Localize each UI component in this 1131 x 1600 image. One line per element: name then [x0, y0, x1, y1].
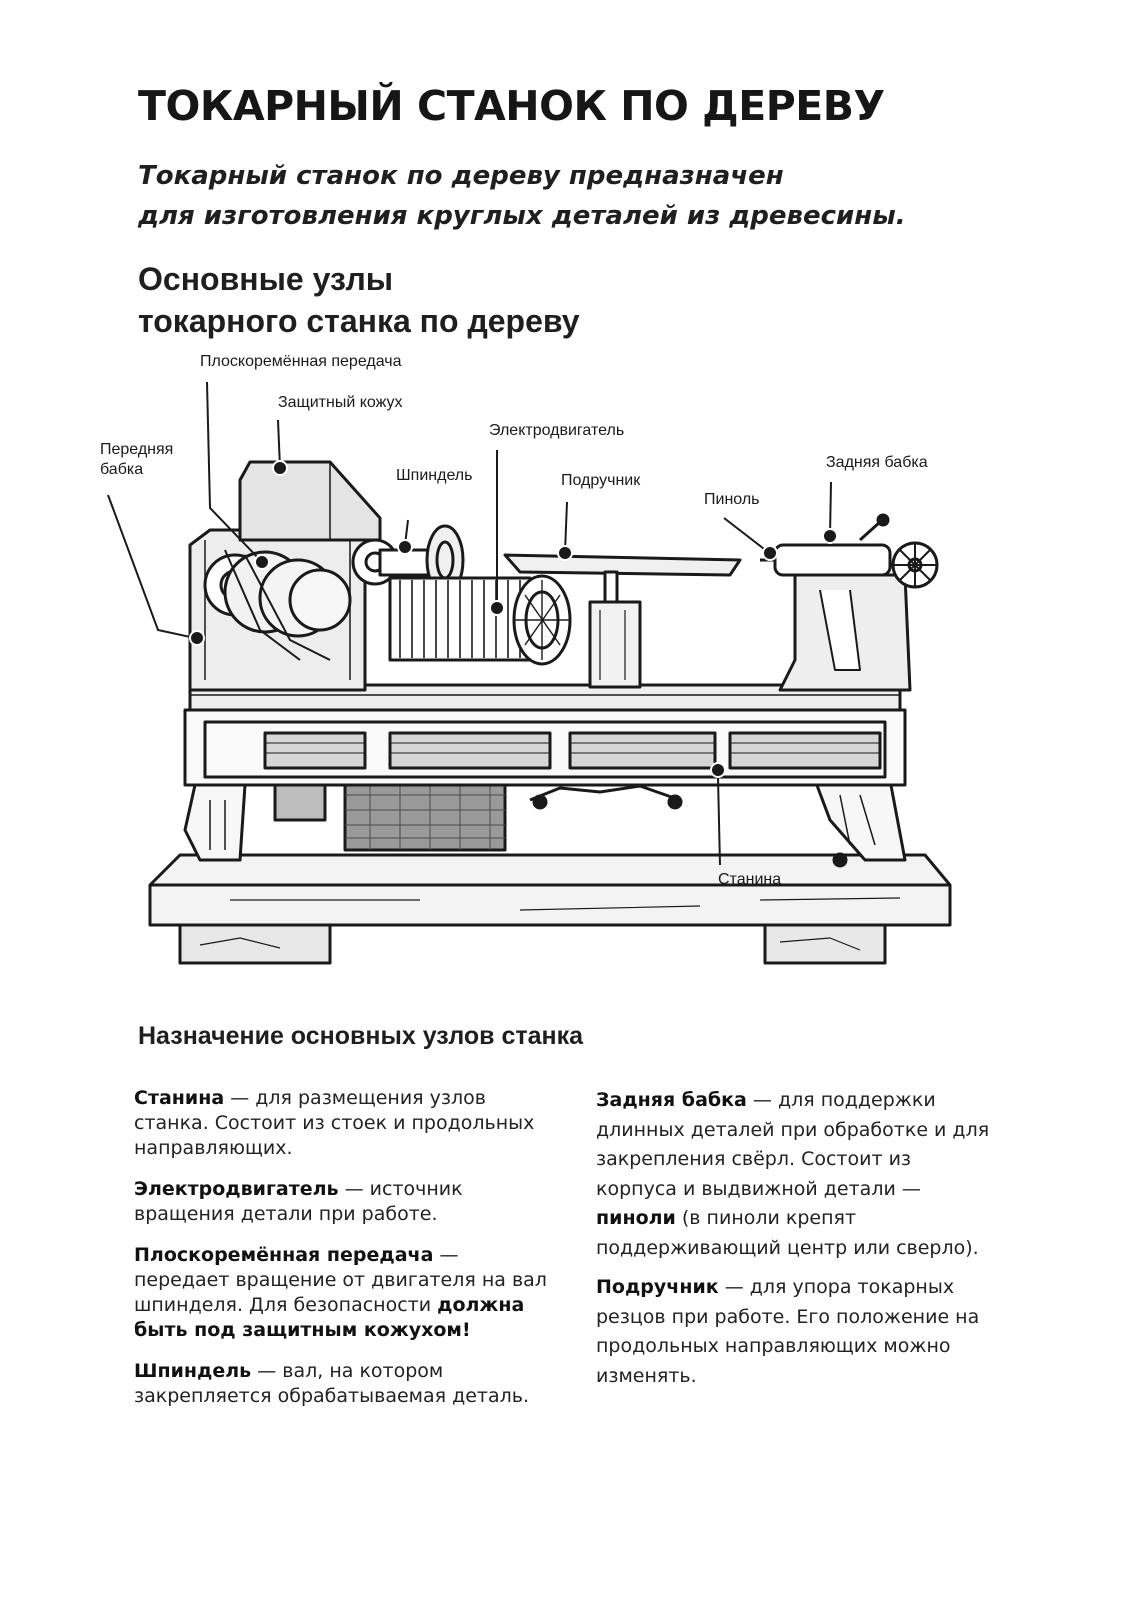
dot-guard [272, 460, 288, 476]
label-quill: Пиноль [704, 491, 760, 508]
dot-spindle [397, 539, 413, 555]
desc-motor: Электродвигатель — источник вращения дет… [134, 1177, 554, 1227]
base-board [148, 853, 952, 927]
label-guard: Защитный кожух [278, 394, 403, 411]
term-quill: пиноли [596, 1207, 676, 1229]
dot-quill [762, 545, 778, 561]
label-headstock: Передняя бабка [100, 441, 174, 478]
text-toolrest: — для упора токарных резцов при работе. … [596, 1276, 980, 1387]
label-motor: Электродвигатель [489, 422, 625, 439]
leg-left [183, 783, 247, 862]
left-column: Станина — для размещения узлов станка. С… [134, 1086, 554, 1425]
subtitle-line-1: Токарный станок по дереву предназначен [138, 161, 784, 191]
warning-belt: должна быть под защитным кожухом! [134, 1294, 525, 1341]
desc-belt: Плоскоремённая передача — передает враще… [134, 1243, 554, 1343]
leader-headstock [107, 494, 196, 639]
term-spindle: Шпиндель [134, 1360, 252, 1382]
dot-headstock [189, 630, 205, 646]
lathe-diagram: Плоскоремённая передача Защитный кожух Э… [0, 340, 1131, 1020]
term-bed: Станина [134, 1087, 225, 1109]
desc-toolrest: Подручник — для упора токарных резцов пр… [596, 1273, 996, 1391]
text-motor: — источник вращения детали при работе. [134, 1178, 463, 1225]
section-title-line-1: Основные узлы [138, 261, 394, 297]
desc-tailstock: Задняя бабка — для поддержки длинных дет… [596, 1086, 996, 1263]
label-toolrest: Подручник [561, 472, 641, 489]
section-title-line-2: токарного станка по дереву [138, 303, 580, 339]
text-belt: — передает вращение от двигателя на вал … [134, 1244, 547, 1316]
text-tailstock-end: (в пиноли крепят поддерживающий центр ил… [596, 1207, 979, 1259]
right-column: Задняя бабка — для поддержки длинных дет… [596, 1086, 996, 1401]
toolrest-base [588, 600, 642, 689]
term-tailstock: Задняя бабка [596, 1089, 747, 1111]
leader-quill [723, 517, 769, 553]
dot-belt [254, 554, 270, 570]
page-subtitle: Токарный станок по дереву предназначен д… [138, 156, 998, 236]
page-title: ТОКАРНЫЙ СТАНОК ПО ДЕРЕВУ [138, 82, 885, 130]
label-belt: Плоскоремённая передача [200, 353, 402, 370]
belt-guard [238, 460, 382, 542]
term-toolrest: Подручник [596, 1276, 719, 1298]
text-bed: — для размещения узлов станка. Состоит и… [134, 1087, 535, 1159]
desc-bed: Станина — для размещения узлов станка. С… [134, 1086, 554, 1161]
term-belt: Плоскоремённая передача [134, 1244, 434, 1266]
desc-spindle: Шпиндель — вал, на котором закрепляется … [134, 1359, 554, 1409]
toolrest-bar [503, 553, 742, 577]
leader-guard [277, 419, 281, 469]
section-title: Основные узлы токарного станка по дереву [138, 258, 580, 342]
leader-bed [717, 777, 721, 866]
label-spindle: Шпиндель [396, 467, 473, 484]
text-spindle: — вал, на котором закрепляется обрабатыв… [134, 1360, 530, 1407]
lathe-illustration [107, 381, 952, 965]
subtitle-line-2: для изготовления круглых деталей из древ… [138, 201, 906, 231]
dot-motor [489, 600, 505, 616]
dot-tailstock [822, 528, 838, 544]
purpose-title: Назначение основных узлов станка [138, 1022, 584, 1050]
dot-bed [710, 762, 726, 778]
leader-toolrest [564, 501, 568, 553]
foot-block-right [763, 923, 887, 965]
lower-motor-box [343, 778, 507, 852]
foot-block-left [178, 923, 332, 965]
dot-toolrest [557, 545, 573, 561]
term-motor: Электродвигатель [134, 1178, 339, 1200]
label-bed: Станина [718, 871, 782, 888]
quill [773, 543, 892, 577]
leader-tailstock [829, 481, 832, 536]
leader-belt [206, 381, 263, 563]
text-tailstock: — для поддержки длинных деталей при обра… [596, 1089, 990, 1200]
bed-ways [188, 683, 902, 712]
label-tailstock: Задняя бабка [826, 454, 928, 471]
leg-right [813, 778, 907, 862]
